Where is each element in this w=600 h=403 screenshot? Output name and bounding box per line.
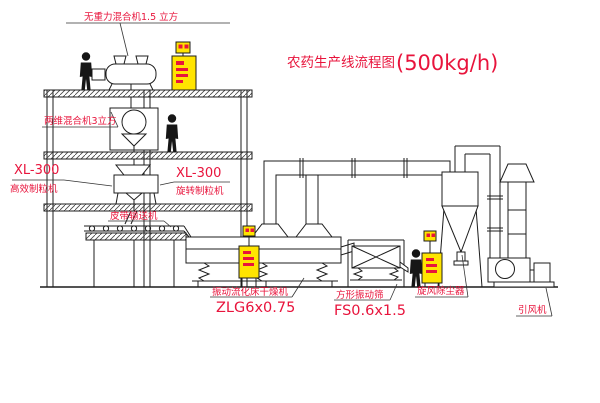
label-sieve-name: 方形振动筛 xyxy=(336,289,384,301)
label-belt-conveyor: 皮带输送机 xyxy=(110,210,158,222)
rotary-granulator xyxy=(113,164,159,225)
worker-figure-ground xyxy=(409,249,423,287)
label-granulator-left-name: 高效制粒机 xyxy=(10,183,58,195)
diagram-capacity: (500kg/h) xyxy=(396,51,498,75)
label-dryer-model: ZLG6x0.75 xyxy=(216,300,295,316)
belt-conveyor xyxy=(84,225,192,287)
control-cabinet-cyclone xyxy=(421,230,443,287)
outlet-pipe xyxy=(454,145,503,258)
cyclone-dust-collector xyxy=(437,171,483,288)
worker-figure-midfloor xyxy=(165,114,179,152)
exhaust-duct xyxy=(263,158,451,224)
label-granulator-mid-model: XL-300 xyxy=(176,166,221,181)
label-fan: 引风机 xyxy=(518,304,547,316)
control-cabinet-dryer xyxy=(238,225,260,287)
label-sieve-model: FS0.6x1.5 xyxy=(334,303,406,319)
label-two-dim-mixer: 两维混合机3立方 xyxy=(44,115,117,127)
label-dryer-name: 振动流化床干燥机 xyxy=(212,286,289,298)
diagram-title: 农药生产线流程图 xyxy=(287,55,395,71)
leader-lines xyxy=(12,22,553,317)
fluid-bed-dryer xyxy=(185,223,342,287)
label-cyclone: 旋风除尘器 xyxy=(417,285,465,297)
induced-draft-fan xyxy=(487,257,555,288)
label-granulator-left-model: XL-300 xyxy=(14,163,59,178)
gravity-mixer xyxy=(91,55,157,108)
control-cabinet-top xyxy=(171,41,197,91)
two-dim-mixer xyxy=(109,107,159,165)
square-vibrating-sieve xyxy=(347,239,409,287)
label-granulator-mid-name: 旋转制粒机 xyxy=(176,185,224,197)
label-gravity-mixer: 无重力混合机1.5 立方 xyxy=(84,11,178,23)
worker-figure-top xyxy=(79,52,93,90)
exhaust-stack xyxy=(499,163,535,259)
